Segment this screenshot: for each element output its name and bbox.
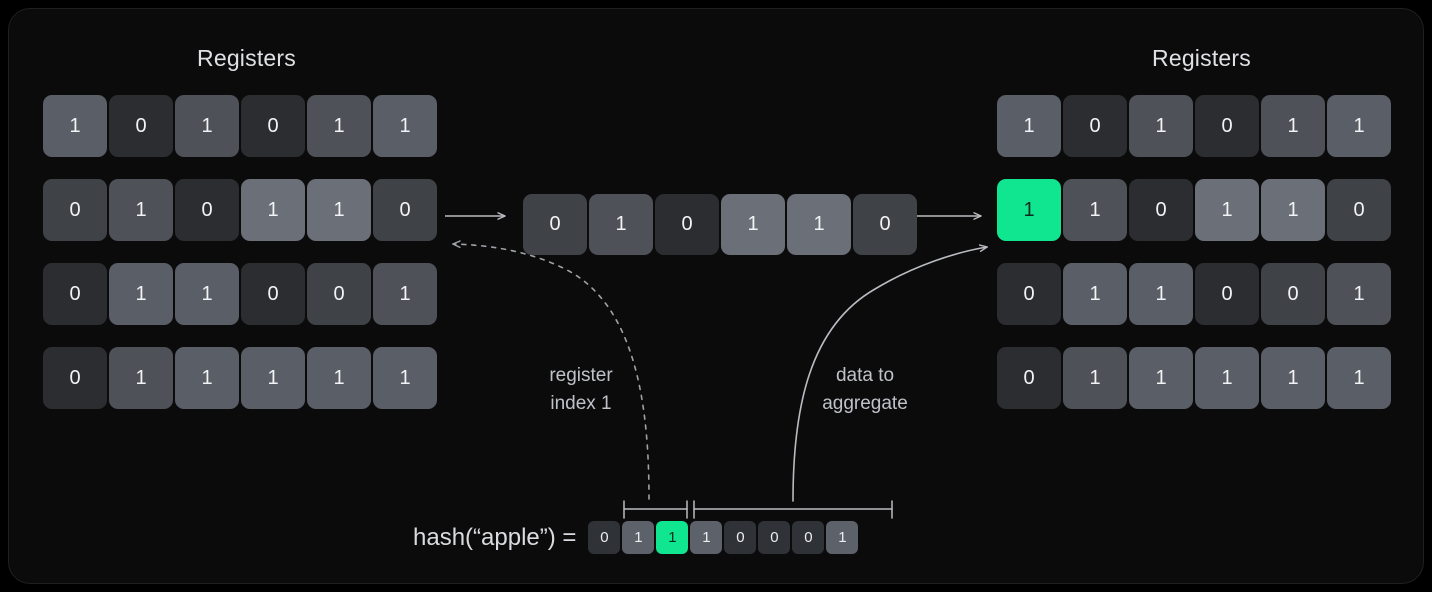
register-cell: 0 xyxy=(43,347,107,409)
register-cell: 1 xyxy=(1129,263,1193,325)
register-cell: 1 xyxy=(1261,95,1325,157)
register-cell: 1 xyxy=(175,95,239,157)
register-cell: 1 xyxy=(307,347,371,409)
register-cell: 1 xyxy=(241,179,305,241)
register-cell: 1 xyxy=(1063,179,1127,241)
register-cell: 1 xyxy=(373,347,437,409)
register-cell: 1 xyxy=(589,194,653,255)
register-cell: 1 xyxy=(175,263,239,325)
register-cell: 0 xyxy=(43,263,107,325)
register-cell: 1 xyxy=(241,347,305,409)
hash-bit: 0 xyxy=(792,521,825,554)
register-cell: 0 xyxy=(241,95,305,157)
bracket-data xyxy=(693,500,893,519)
register-cell: 1 xyxy=(721,194,785,255)
register-cell: 0 xyxy=(1261,263,1325,325)
hash-bit-highlighted: 1 xyxy=(656,521,689,554)
register-cell: 1 xyxy=(373,263,437,325)
register-cell: 0 xyxy=(1063,95,1127,157)
register-cell: 1 xyxy=(1195,179,1259,241)
register-cell: 0 xyxy=(1327,179,1391,241)
register-cell: 1 xyxy=(787,194,851,255)
bracket-register-index xyxy=(623,500,688,519)
register-cell: 0 xyxy=(241,263,305,325)
hash-bit: 1 xyxy=(622,521,655,554)
hash-bit: 0 xyxy=(758,521,791,554)
page-title-right: Registers xyxy=(1152,45,1251,71)
register-cell: 0 xyxy=(307,263,371,325)
register-cell: 0 xyxy=(1129,179,1193,241)
register-cell: 0 xyxy=(853,194,917,255)
hash-bit: 0 xyxy=(588,521,621,554)
register-cell: 1 xyxy=(1063,263,1127,325)
register-cell: 0 xyxy=(175,179,239,241)
register-cell: 0 xyxy=(997,263,1061,325)
hash-bit: 1 xyxy=(826,521,859,554)
register-cell: 0 xyxy=(109,95,173,157)
register-cell: 1 xyxy=(373,95,437,157)
register-cell: 0 xyxy=(1195,263,1259,325)
register-cell: 1 xyxy=(109,347,173,409)
hash-bit: 0 xyxy=(724,521,757,554)
register-cell: 1 xyxy=(1327,95,1391,157)
register-cell: 1 xyxy=(43,95,107,157)
register-cell: 1 xyxy=(175,347,239,409)
register-cell: 1 xyxy=(109,179,173,241)
register-cell: 1 xyxy=(109,263,173,325)
register-cell: 1 xyxy=(1327,347,1391,409)
register-cell: 0 xyxy=(1195,95,1259,157)
register-cell: 1 xyxy=(1261,179,1325,241)
register-cell: 0 xyxy=(997,347,1061,409)
page-title-left: Registers xyxy=(197,45,296,71)
register-cell: 1 xyxy=(1129,95,1193,157)
annotation-register-index: register index 1 xyxy=(549,365,613,414)
register-cell-highlighted: 1 xyxy=(997,179,1061,241)
annotation-data-to-aggregate: data to aggregate xyxy=(822,365,908,414)
register-cell: 1 xyxy=(307,95,371,157)
hash-bit: 1 xyxy=(690,521,723,554)
register-cell: 0 xyxy=(523,194,587,255)
register-cell: 1 xyxy=(997,95,1061,157)
register-cell: 0 xyxy=(655,194,719,255)
register-cell: 1 xyxy=(1063,347,1127,409)
register-cell: 1 xyxy=(1129,347,1193,409)
register-cell: 0 xyxy=(373,179,437,241)
register-cell: 1 xyxy=(1327,263,1391,325)
register-cell: 0 xyxy=(43,179,107,241)
register-cell: 1 xyxy=(307,179,371,241)
hash-label: hash(“apple”) = xyxy=(413,523,577,551)
register-cell: 1 xyxy=(1195,347,1259,409)
register-cell: 1 xyxy=(1261,347,1325,409)
